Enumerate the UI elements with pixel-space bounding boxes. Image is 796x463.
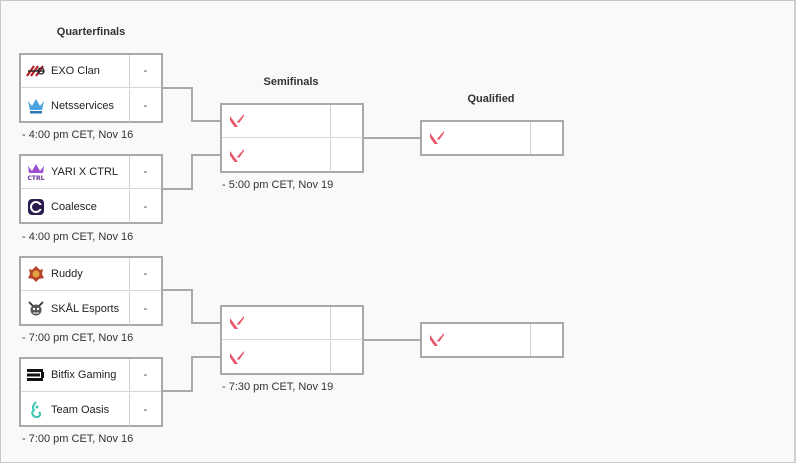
bracket-connector	[191, 356, 193, 392]
team-score	[331, 139, 362, 172]
team-cell[interactable]	[222, 341, 331, 374]
match-slot[interactable]: CTRL YARI X CTRL -	[21, 156, 161, 189]
team-name: Netsservices	[51, 99, 114, 112]
valorant-logo-icon	[227, 111, 247, 131]
bitfix-logo-icon	[26, 365, 46, 385]
match-date: - 7:00 pm CET, Nov 16	[22, 433, 134, 445]
semifinal-match-2[interactable]	[220, 305, 364, 375]
coalesce-logo-icon	[26, 197, 46, 217]
round-title-semifinals: Semifinals	[263, 76, 319, 88]
team-score: -	[143, 99, 148, 112]
match-slot[interactable]	[222, 139, 362, 172]
team-score	[331, 341, 362, 374]
match-date: - 5:00 pm CET, Nov 19	[222, 179, 334, 191]
qualified-slot-2[interactable]	[420, 322, 564, 358]
bracket-connector	[191, 87, 193, 122]
valorant-logo-icon	[427, 128, 447, 148]
team-cell[interactable]: Coalesce	[21, 190, 130, 223]
team-cell[interactable]: Bitfix Gaming	[21, 359, 130, 391]
qualified-slot-1[interactable]	[420, 120, 564, 156]
team-score: -	[143, 403, 148, 416]
skal-logo-icon	[26, 299, 46, 319]
match-slot[interactable]: Ruddy -	[21, 258, 161, 291]
quarterfinal-match-3[interactable]: Ruddy - SKÅL Esports -	[19, 256, 163, 326]
round-title-qualified: Qualified	[467, 93, 515, 105]
match-slot[interactable]	[422, 324, 562, 356]
team-name: SKÅL Esports	[51, 302, 120, 315]
quarterfinal-match-1[interactable]: EXO Clan - Netsservices -	[19, 53, 163, 123]
bracket-connector	[191, 289, 193, 324]
quarterfinal-match-2[interactable]: CTRL YARI X CTRL - Coalesce -	[19, 154, 163, 224]
team-cell[interactable]: SKÅL Esports	[21, 292, 130, 325]
bracket-connector	[191, 154, 193, 190]
team-score	[331, 105, 362, 137]
match-slot[interactable]: Coalesce -	[21, 190, 161, 223]
match-slot[interactable]	[222, 105, 362, 138]
match-slot[interactable]: Bitfix Gaming -	[21, 359, 161, 392]
bracket-connector	[163, 289, 192, 291]
team-score: -	[143, 369, 148, 381]
bracket-connector	[191, 154, 221, 156]
match-slot[interactable]: Team Oasis -	[21, 393, 161, 426]
match-slot[interactable]: Netsservices -	[21, 89, 161, 122]
bracket-connector	[191, 120, 221, 122]
yari-ctrl-logo-icon: CTRL	[26, 162, 46, 182]
svg-text:CTRL: CTRL	[28, 175, 45, 181]
bracket-connector	[163, 390, 192, 392]
team-oasis-logo-icon	[26, 400, 46, 420]
team-cell[interactable]: Netsservices	[21, 89, 130, 122]
team-score	[531, 122, 562, 154]
team-cell[interactable]	[222, 307, 331, 339]
match-slot[interactable]	[222, 307, 362, 340]
exo-clan-logo-icon	[26, 61, 46, 81]
team-score: -	[143, 302, 148, 315]
quarterfinal-match-4[interactable]: Bitfix Gaming - Team Oasis -	[19, 357, 163, 427]
round-title-quarterfinals: Quarterfinals	[56, 26, 126, 38]
valorant-logo-icon	[227, 313, 247, 333]
team-cell[interactable]	[422, 324, 531, 356]
team-name: Bitfix Gaming	[51, 369, 117, 381]
match-date: - 7:30 pm CET, Nov 19	[222, 381, 334, 393]
team-score	[331, 307, 362, 339]
team-cell[interactable]: EXO Clan	[21, 55, 130, 87]
team-name: Coalesce	[51, 200, 97, 213]
bracket-connector	[191, 322, 221, 324]
team-score	[531, 324, 562, 356]
ruddy-logo-icon	[26, 264, 46, 284]
match-slot[interactable]: EXO Clan -	[21, 55, 161, 88]
bracket-connector	[363, 339, 421, 341]
valorant-logo-icon	[427, 330, 447, 350]
match-date: - 7:00 pm CET, Nov 16	[22, 332, 134, 344]
team-cell[interactable]	[222, 105, 331, 137]
match-slot[interactable]	[422, 122, 562, 154]
bracket-connector	[363, 137, 421, 139]
team-score: -	[143, 65, 148, 77]
team-name: Team Oasis	[51, 403, 110, 416]
valorant-logo-icon	[227, 348, 247, 368]
team-cell[interactable]	[222, 139, 331, 172]
team-name: Ruddy	[51, 268, 83, 280]
team-score: -	[143, 200, 148, 213]
team-cell[interactable]: Ruddy	[21, 258, 130, 290]
bracket-connector	[163, 87, 192, 89]
team-name: EXO Clan	[51, 65, 100, 77]
netsservices-logo-icon	[26, 96, 46, 116]
team-score: -	[143, 268, 148, 280]
bracket-connector	[191, 356, 221, 358]
team-cell[interactable]: CTRL YARI X CTRL	[21, 156, 130, 188]
valorant-logo-icon	[227, 146, 247, 166]
team-cell[interactable]	[422, 122, 531, 154]
match-slot[interactable]: SKÅL Esports -	[21, 292, 161, 325]
team-name: YARI X CTRL	[51, 166, 119, 178]
match-date: - 4:00 pm CET, Nov 16	[22, 129, 134, 141]
team-score: -	[143, 166, 148, 178]
match-date: - 4:00 pm CET, Nov 16	[22, 231, 134, 243]
team-cell[interactable]: Team Oasis	[21, 393, 130, 426]
match-slot[interactable]	[222, 341, 362, 374]
semifinal-match-1[interactable]	[220, 103, 364, 173]
bracket-connector	[163, 188, 192, 190]
